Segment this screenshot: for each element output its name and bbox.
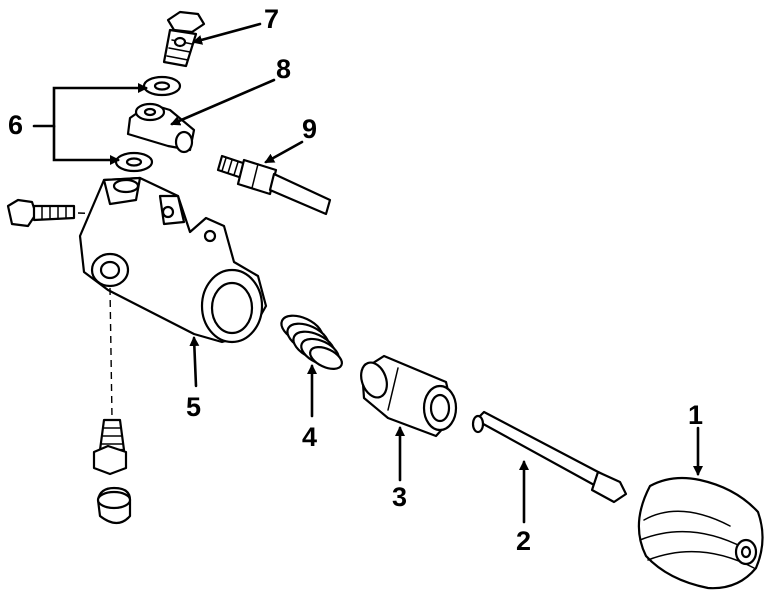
callout-2: 2	[516, 526, 531, 556]
arrow-6-upper	[32, 83, 148, 128]
bleeder-cap-part	[96, 486, 132, 525]
slave-cylinder-body-part	[78, 176, 268, 344]
banjo-bolt-part	[162, 10, 206, 68]
arrow-6-lower	[52, 124, 120, 165]
arrow-7	[192, 22, 262, 45]
arrow-8	[170, 78, 276, 126]
callout-7: 7	[264, 4, 279, 34]
callout-9: 9	[302, 114, 317, 144]
callout-arrows	[32, 22, 703, 524]
callout-8: 8	[276, 54, 291, 84]
brake-line-part	[216, 154, 332, 216]
washer-lower-part	[114, 151, 154, 173]
spring-part	[280, 314, 343, 370]
callout-3: 3	[392, 482, 407, 512]
callout-5: 5	[186, 392, 201, 422]
dust-boot-part	[637, 476, 764, 590]
bleeder-guide-line	[109, 287, 113, 419]
callout-1: 1	[688, 400, 703, 430]
bleeder-screw-part	[92, 418, 128, 476]
push-rod-part	[471, 410, 628, 504]
mounting-bolt-part	[6, 198, 76, 228]
washer-upper-part	[142, 75, 182, 97]
piston-part	[360, 354, 458, 438]
banjo-fitting-part	[126, 102, 196, 154]
arrow-5	[189, 336, 200, 388]
arrow-9	[264, 140, 304, 164]
callout-4: 4	[302, 422, 317, 452]
callout-6: 6	[8, 110, 23, 140]
